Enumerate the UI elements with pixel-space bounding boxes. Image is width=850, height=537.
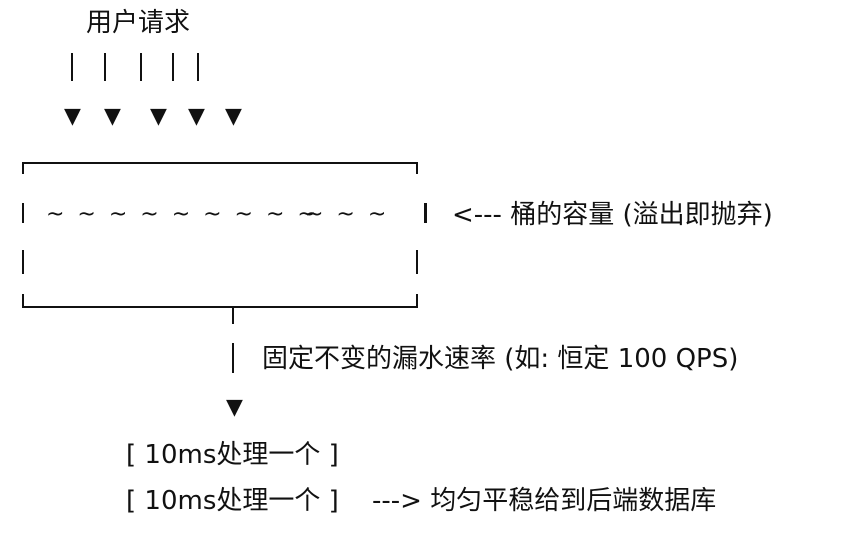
outflow-stem bbox=[232, 308, 234, 324]
outflow-stem bbox=[232, 343, 234, 373]
processed-request: [ 10ms处理一个 ] bbox=[126, 440, 339, 470]
processed-request: [ 10ms处理一个 ] bbox=[126, 486, 339, 516]
backend-flow-label: ---> 均匀平稳给到后端数据库 bbox=[372, 486, 717, 516]
bucket-water: ~ ~ ~ ~ ~ ~ ~ ~ ~ bbox=[46, 202, 319, 227]
bucket-capacity-label: <--- 桶的容量 (溢出即抛弃) bbox=[452, 200, 773, 230]
request-stream-line bbox=[172, 53, 174, 81]
request-arrow-icon: ▼ bbox=[150, 104, 167, 129]
bucket-right-wall bbox=[424, 203, 427, 223]
leak-rate-label: 固定不变的漏水速率 (如: 恒定 100 QPS) bbox=[262, 344, 739, 374]
bucket-right-tick bbox=[416, 162, 418, 174]
request-stream-line bbox=[140, 53, 142, 81]
request-stream-line bbox=[104, 53, 106, 81]
bucket-top-edge bbox=[22, 162, 418, 164]
bucket-left-tick bbox=[22, 162, 24, 174]
bucket-left-wall bbox=[22, 294, 24, 308]
bucket-right-wall bbox=[416, 250, 418, 274]
request-arrow-icon: ▼ bbox=[64, 104, 81, 129]
requests-label: 用户请求 bbox=[86, 8, 191, 38]
request-arrow-icon: ▼ bbox=[225, 104, 242, 129]
bucket-bottom-edge bbox=[22, 306, 418, 308]
outflow-arrow-icon: ▼ bbox=[226, 395, 243, 420]
request-stream-line bbox=[197, 53, 199, 81]
request-arrow-icon: ▼ bbox=[104, 104, 121, 129]
bucket-right-wall bbox=[416, 294, 418, 308]
bucket-left-wall bbox=[22, 250, 24, 274]
request-stream-line bbox=[71, 53, 73, 81]
request-arrow-icon: ▼ bbox=[188, 104, 205, 129]
bucket-left-wall bbox=[22, 203, 24, 223]
bucket-water: ~ ~ ~ bbox=[305, 202, 390, 227]
